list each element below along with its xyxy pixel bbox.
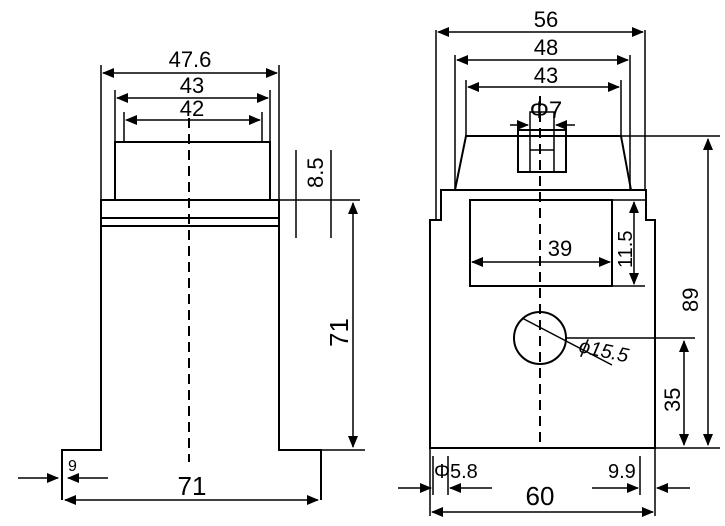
dim-hole-height: 35 xyxy=(660,388,685,412)
side-body-outline xyxy=(61,226,322,500)
dim-mid-width: 43 xyxy=(180,73,204,98)
side-top-block xyxy=(114,141,271,201)
dim-top-width: 47.6 xyxy=(169,47,212,72)
dim-base-offset: 9 xyxy=(68,458,77,475)
dim-edge-offset: 9.9 xyxy=(608,461,636,483)
dim-flange-height: 8.5 xyxy=(303,157,328,188)
dim-front-base-width: 60 xyxy=(526,481,555,511)
dim-hole-diameter: ϕ15.5 xyxy=(577,335,631,367)
dim-body-height: 71 xyxy=(324,318,354,347)
dim-inner-width: 42 xyxy=(180,96,204,121)
side-view: 47.6 43 42 8.5 71 9 71 xyxy=(18,47,365,505)
dim-mount-hole: Φ5.8 xyxy=(434,461,478,483)
dim-front-mid-width: 48 xyxy=(534,35,558,60)
front-tapered-top xyxy=(454,135,632,191)
dim-window-width: 39 xyxy=(548,236,572,261)
dim-front-inner-width: 43 xyxy=(534,63,558,88)
dim-pin-diameter: Φ7 xyxy=(530,97,563,124)
front-view: 56 48 43 Φ7 11.5 39 89 ϕ15.5 35 xyxy=(398,7,720,517)
hole-leader xyxy=(521,317,613,366)
dim-base-width: 71 xyxy=(178,471,207,501)
dim-total-height: 89 xyxy=(678,288,703,312)
front-pin xyxy=(529,111,555,173)
dim-window-height: 11.5 xyxy=(615,231,637,268)
dim-outer-width: 56 xyxy=(534,7,558,32)
front-body-outline xyxy=(429,189,656,449)
